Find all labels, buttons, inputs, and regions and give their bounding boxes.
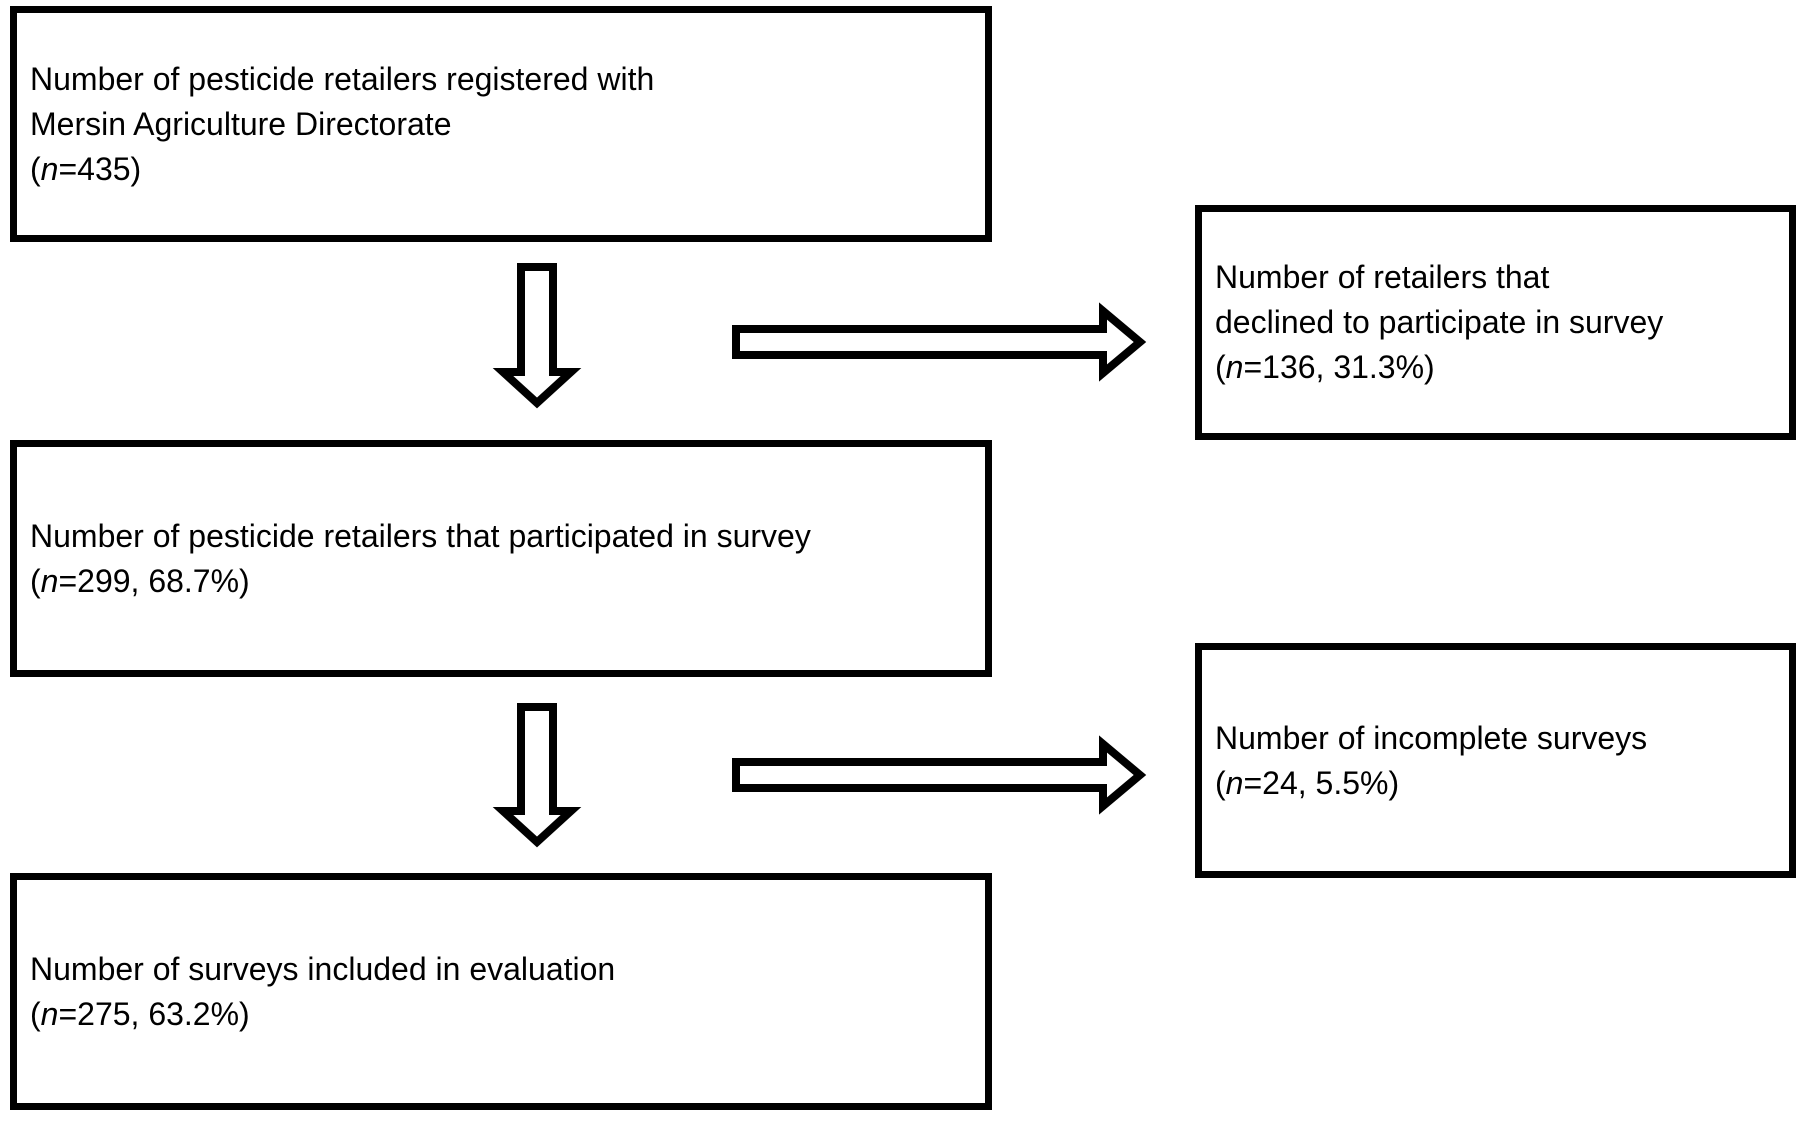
box-declined: Number of retailers that declined to par… bbox=[1195, 205, 1796, 440]
box-text-line: Number of surveys included in evaluation bbox=[30, 950, 616, 987]
right-arrow-icon bbox=[732, 302, 1147, 382]
box-stat-line: (n=435) bbox=[30, 147, 969, 192]
stat-n-variable: n bbox=[1225, 349, 1244, 385]
stat-n-variable: n bbox=[1225, 764, 1244, 801]
stat-value: =24, 5.5%) bbox=[1243, 764, 1400, 801]
stat-open-paren: ( bbox=[1215, 349, 1226, 385]
box-included: Number of surveys included in evaluation… bbox=[10, 873, 992, 1110]
box-text-line: Mersin Agriculture Directorate bbox=[30, 105, 452, 142]
stat-value: =136, 31.3%) bbox=[1243, 349, 1435, 385]
box-stat-line: (n=299, 68.7%) bbox=[30, 559, 969, 604]
stat-value: =275, 63.2%) bbox=[58, 995, 250, 1032]
box-text-line: declined to participate in survey bbox=[1215, 304, 1664, 340]
stat-n-variable: n bbox=[40, 562, 59, 599]
box-stat-line: (n=136, 31.3%) bbox=[1215, 345, 1773, 390]
box-stat-line: (n=24, 5.5%) bbox=[1215, 761, 1773, 806]
box-participated: Number of pesticide retailers that parti… bbox=[10, 440, 992, 677]
down-arrow-icon bbox=[492, 263, 582, 409]
box-text-line: Number of pesticide retailers that parti… bbox=[30, 517, 811, 554]
stat-open-paren: ( bbox=[30, 562, 41, 599]
box-text-line: Number of pesticide retailers registered… bbox=[30, 60, 655, 97]
stat-value: =435) bbox=[58, 150, 142, 187]
stat-open-paren: ( bbox=[1215, 764, 1226, 801]
right-arrow-icon bbox=[732, 735, 1147, 815]
stat-value: =299, 68.7%) bbox=[58, 562, 250, 599]
stat-open-paren: ( bbox=[30, 150, 41, 187]
down-arrow-icon bbox=[492, 703, 582, 848]
box-registered: Number of pesticide retailers registered… bbox=[10, 6, 992, 242]
box-incomplete: Number of incomplete surveys (n=24, 5.5%… bbox=[1195, 643, 1796, 878]
stat-n-variable: n bbox=[40, 150, 59, 187]
box-text-line: Number of incomplete surveys bbox=[1215, 719, 1648, 756]
box-text-line: Number of retailers that bbox=[1215, 259, 1550, 295]
stat-n-variable: n bbox=[40, 995, 59, 1032]
box-stat-line: (n=275, 63.2%) bbox=[30, 992, 969, 1037]
stat-open-paren: ( bbox=[30, 995, 41, 1032]
